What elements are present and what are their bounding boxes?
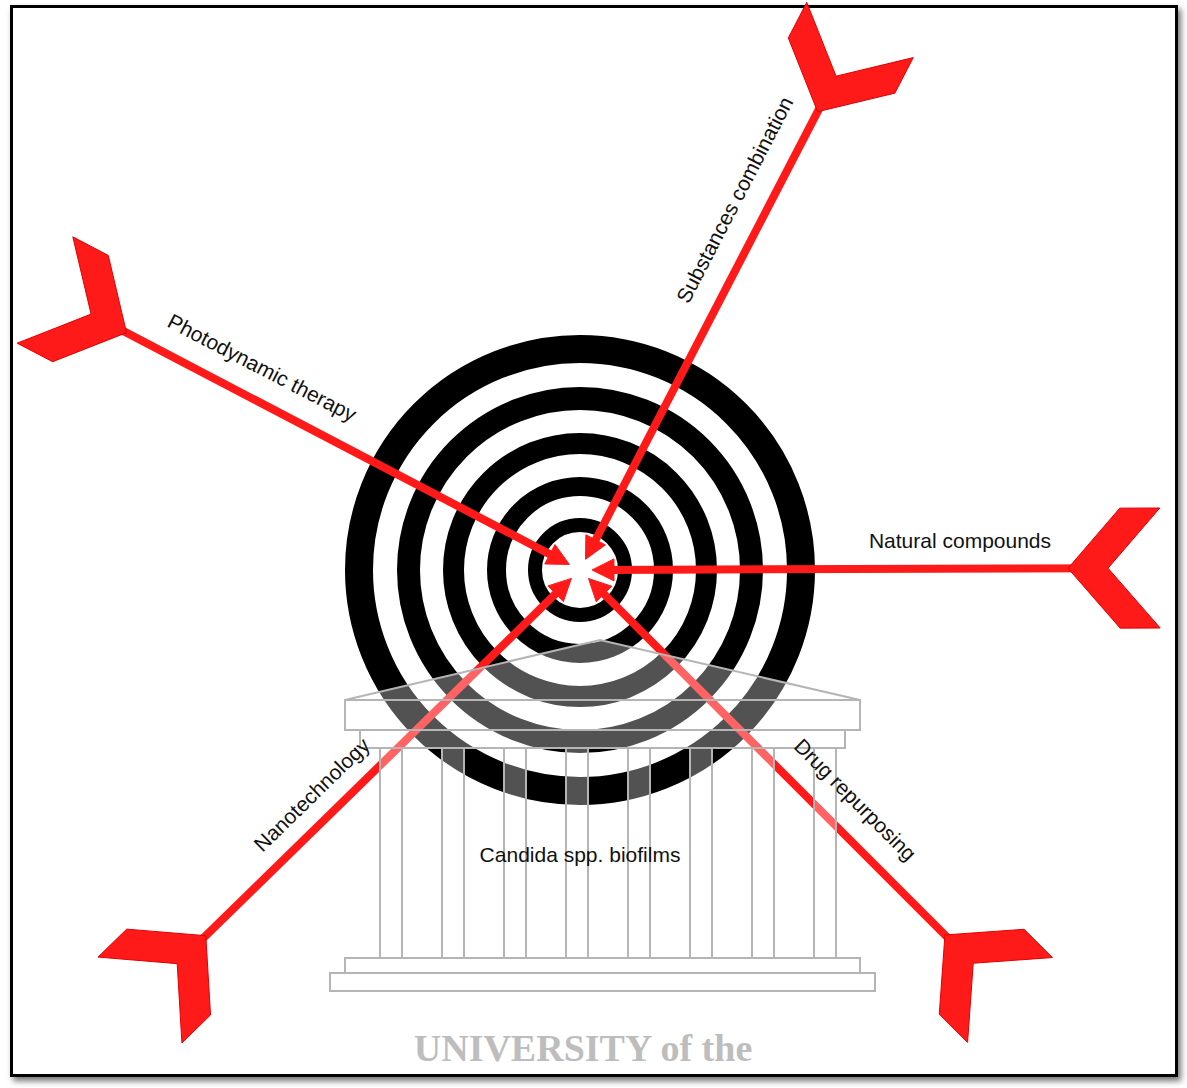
red-arrow [592, 508, 1160, 628]
target-ring [409, 399, 752, 742]
arrow-label: Nanotechnology [249, 733, 374, 856]
arrow-fletching [1068, 508, 1160, 628]
watermark-step [330, 973, 875, 991]
watermark-column [690, 748, 712, 958]
target-ring [454, 444, 707, 697]
arrow-fletching [98, 929, 210, 1043]
arrow-fletching [788, 2, 913, 111]
watermark-column [752, 748, 774, 958]
arrow-head [592, 559, 614, 581]
target-rings [345, 335, 815, 805]
watermark-step [345, 958, 860, 973]
red-arrow [586, 2, 914, 559]
arrow-label: Drug repurposing [789, 734, 921, 866]
target-caption: Candida spp. biofilms [345, 843, 815, 867]
arrow-fletching [939, 929, 1052, 1042]
arrow-shaft [610, 568, 1108, 570]
watermark-column [380, 748, 402, 958]
red-arrow [98, 578, 571, 1043]
red-arrow [588, 578, 1052, 1042]
arrow-fletching [17, 237, 126, 362]
watermark-text: UNIVERSITY of the [414, 1027, 753, 1071]
red-arrow [17, 237, 569, 565]
target-ring [359, 349, 801, 791]
arrow-label: Photodynamic therapy [164, 309, 361, 427]
arrow-label: Substances combination [672, 93, 799, 307]
target-ring [497, 487, 664, 654]
target-node: Candida spp. biofilms [345, 335, 815, 805]
target-ring [535, 525, 625, 615]
watermark-column [442, 748, 464, 958]
arrow-label: Natural compounds [869, 529, 1051, 553]
